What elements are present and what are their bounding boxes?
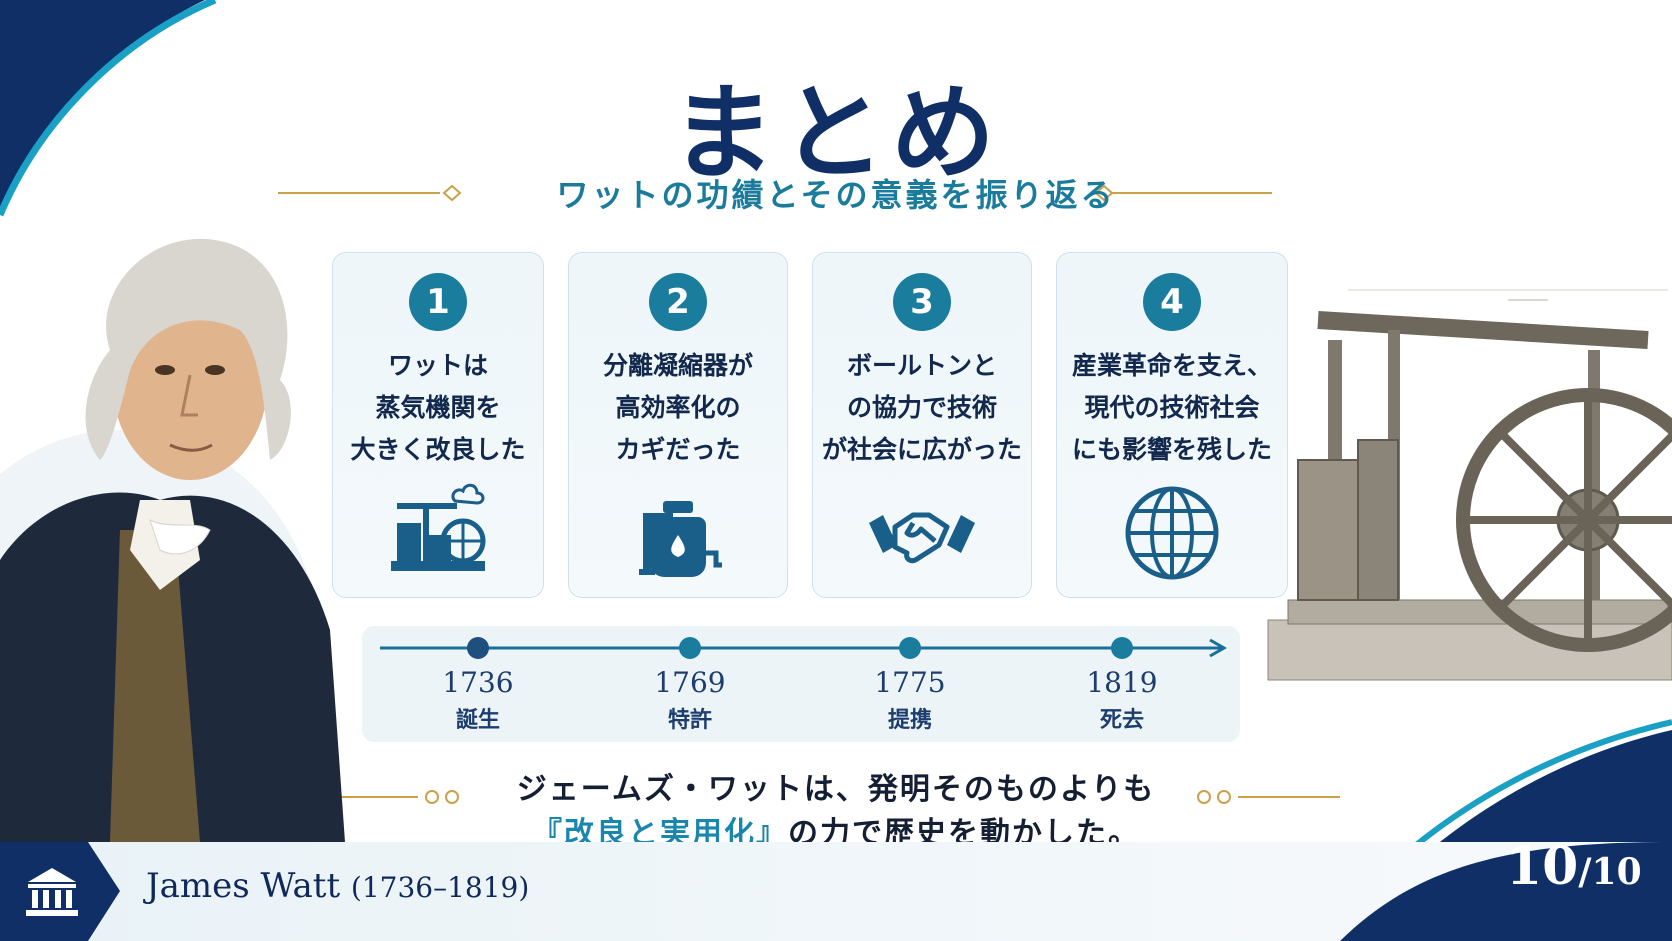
card-number-badge: 4 [1143, 273, 1201, 331]
person-name: James Watt (1736–1819) [146, 866, 529, 906]
card-text: ワットは 蒸気機関を 大きく改良した [350, 351, 526, 464]
summary-card-2: 2 分離凝縮器が 高効率化の カギだった [568, 252, 788, 598]
page-title: まとめ [670, 72, 1001, 194]
steam-engine-illustration [1267, 289, 1672, 681]
condenser-icon [639, 501, 722, 577]
timeline-label: 死去 [1099, 708, 1144, 733]
timeline: 1736 誕生 1769 特許 1775 提携 1819 死去 [362, 626, 1240, 742]
card-number-badge: 3 [893, 273, 951, 331]
timeline-label: 提携 [887, 708, 932, 733]
timeline-year: 1819 [1086, 666, 1158, 699]
page-subtitle: ワットの功績とその意義を振り返る [556, 176, 1116, 214]
globe-icon [1125, 486, 1219, 580]
summary-card-4: 4 産業革命を支え、 現代の技術社会 にも影響を残した [1056, 252, 1288, 598]
summary-card-1: 1 ワットは 蒸気機関を 大きく改良した [332, 252, 544, 598]
summary-card-3: 3 ボールトンと の協力で技術 が社会に広がった [812, 252, 1032, 598]
person-years: (1736–1819) [350, 871, 530, 904]
timeline-year: 1769 [654, 666, 726, 699]
card-text: 産業革命を支え、 現代の技術社会 にも影響を残した [1071, 351, 1272, 464]
page-current: 10 [1506, 836, 1579, 897]
card-text: ボールトンと の協力で技術 が社会に広がった [821, 351, 1022, 464]
james-watt-portrait [0, 238, 345, 842]
timeline-label: 誕生 [455, 708, 500, 733]
timeline-year: 1736 [442, 666, 514, 699]
card-number-badge: 1 [409, 273, 467, 331]
handshake-icon [869, 512, 975, 564]
timeline-year: 1775 [874, 666, 946, 699]
timeline-label: 特許 [667, 708, 712, 733]
card-number-badge: 2 [649, 273, 707, 331]
person-name-text: James Watt [146, 866, 341, 906]
page-number: 10/10 [1506, 836, 1642, 897]
summary-line-1: ジェームズ・ワットは、発明そのものよりも [516, 772, 1156, 807]
museum-icon [26, 868, 78, 916]
steam-engine-icon [391, 483, 486, 571]
page-total: /10 [1578, 851, 1642, 893]
card-text: 分離凝縮器が 高効率化の カギだった [602, 351, 753, 464]
timeline-arrow [380, 637, 1228, 659]
